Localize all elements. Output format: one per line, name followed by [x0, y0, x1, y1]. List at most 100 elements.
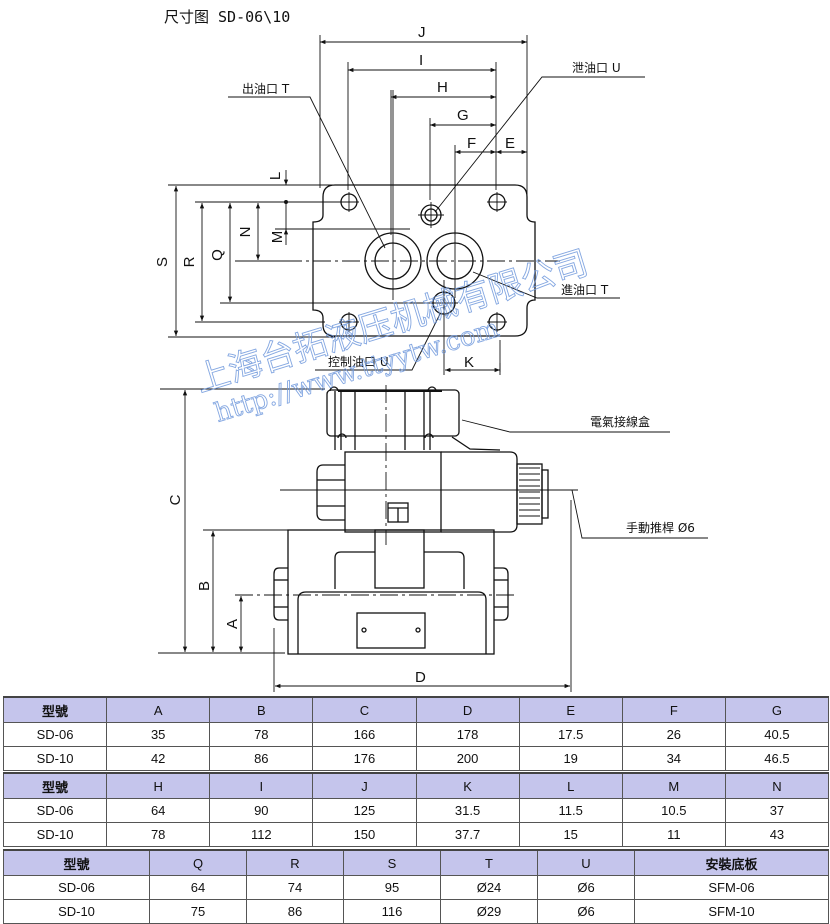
header-cell: B — [209, 696, 314, 723]
cell: 116 — [343, 899, 441, 924]
dim-D: D — [415, 669, 426, 686]
header-cell: T — [440, 849, 538, 876]
header-cell: I — [209, 772, 314, 799]
dim-N: N — [237, 227, 254, 238]
table-row: SD-10 42 86 176 200 19 34 46.5 — [2, 746, 830, 771]
dim-L: L — [267, 172, 284, 180]
header-cell: M — [621, 772, 726, 799]
cell: 86 — [209, 746, 314, 771]
cell: 26 — [621, 722, 726, 747]
cell: 17.5 — [518, 722, 623, 747]
cell: 34 — [621, 746, 726, 771]
dimension-table-1: 型號 A B C D E F G SD-06 35 78 166 178 17.… — [2, 696, 830, 771]
cell: 150 — [312, 822, 417, 847]
cell: SD-10 — [3, 899, 150, 924]
cell: 40.5 — [724, 722, 830, 747]
label-control-port: 控制油口 U — [328, 355, 389, 369]
header-cell: K — [415, 772, 520, 799]
cell: Ø29 — [440, 899, 538, 924]
dim-B: B — [196, 581, 213, 591]
label-drain-port: 泄油口 U — [572, 61, 621, 75]
label-inlet-port: 進油口 T — [561, 283, 609, 297]
table-header-row: 型號 Q R S T U 安裝底板 — [3, 849, 829, 876]
label-junction-box: 電氣接線盒 — [590, 414, 650, 429]
header-cell: U — [537, 849, 635, 876]
dimension-table-2: 型號 H I J K L M N SD-06 64 90 125 31.5 11… — [2, 772, 830, 847]
dim-J: J — [418, 24, 426, 41]
dim-F: F — [467, 135, 476, 152]
dim-G: G — [457, 107, 469, 124]
cell: 19 — [518, 746, 623, 771]
cell: 125 — [312, 798, 417, 823]
header-cell: F — [621, 696, 726, 723]
bolt-hole — [339, 312, 359, 332]
cell: SD-10 — [2, 822, 108, 847]
header-cell: A — [106, 696, 211, 723]
valve-face-outline — [312, 184, 536, 337]
header-cell: H — [106, 772, 211, 799]
dim-I: I — [419, 52, 423, 69]
dim-H: H — [437, 79, 448, 96]
cell: SD-06 — [2, 798, 108, 823]
watermark: 上海台拓液压机械有限公司 http://www.ttyytw.com — [190, 243, 593, 430]
drawing-title: 尺寸图 SD-06\10 — [164, 8, 291, 26]
header-cell: N — [724, 772, 830, 799]
cell: 35 — [106, 722, 211, 747]
cell: Ø24 — [440, 875, 538, 900]
dimension-table-3: 型號 Q R S T U 安裝底板 SD-06 64 74 95 Ø24 Ø6 … — [3, 849, 829, 924]
cell: 74 — [246, 875, 344, 900]
cell: 43 — [724, 822, 830, 847]
cell: 42 — [106, 746, 211, 771]
cell: 10.5 — [621, 798, 726, 823]
table-row: SD-06 64 90 125 31.5 11.5 10.5 37 — [2, 798, 830, 823]
bolt-hole — [487, 192, 507, 212]
dimension-drawing: J I H G F E S R Q N M L K 出油口 T 泄油口 U — [154, 24, 708, 692]
cell: 95 — [343, 875, 441, 900]
label-manual-pushrod: 手動推桿 Ø6 — [626, 520, 695, 535]
cell: 176 — [312, 746, 417, 771]
cell: 86 — [246, 899, 344, 924]
cell: 64 — [106, 798, 211, 823]
header-cell: J — [312, 772, 417, 799]
dim-S: S — [154, 257, 171, 267]
cell: 37.7 — [415, 822, 520, 847]
header-cell: G — [724, 696, 830, 723]
cell: SFM-10 — [634, 899, 829, 924]
cell: 11.5 — [518, 798, 623, 823]
dim-C: C — [167, 494, 184, 505]
header-cell: C — [312, 696, 417, 723]
cell: 78 — [209, 722, 314, 747]
dim-K: K — [464, 354, 474, 371]
cell: 178 — [415, 722, 520, 747]
cell: 15 — [518, 822, 623, 847]
cell: Ø6 — [537, 899, 635, 924]
header-cell: 型號 — [3, 849, 150, 876]
header-cell: S — [343, 849, 441, 876]
cell: SD-06 — [2, 722, 108, 747]
header-cell: Q — [149, 849, 247, 876]
table-row: SD-06 35 78 166 178 17.5 26 40.5 — [2, 722, 830, 747]
cell: SD-10 — [2, 746, 108, 771]
cell: 75 — [149, 899, 247, 924]
header-cell: 安裝底板 — [634, 849, 829, 876]
table-header-row: 型號 A B C D E F G — [2, 696, 830, 723]
dim-E: E — [505, 135, 515, 152]
cell: 37 — [724, 798, 830, 823]
label-outlet-port: 出油口 T — [242, 82, 290, 96]
side-view: C B A D 電氣接線盒 手動推桿 Ø6 — [158, 385, 708, 692]
cell: 64 — [149, 875, 247, 900]
cell: SFM-06 — [634, 875, 829, 900]
cell: 46.5 — [724, 746, 830, 771]
drain-port — [418, 202, 444, 228]
top-view: J I H G F E S R Q N M L K 出油口 T 泄油口 U — [154, 24, 645, 375]
header-cell: 型號 — [2, 696, 108, 723]
cell: 78 — [106, 822, 211, 847]
cell: 31.5 — [415, 798, 520, 823]
header-cell: 型號 — [2, 772, 108, 799]
table-row: SD-06 64 74 95 Ø24 Ø6 SFM-06 — [3, 875, 829, 900]
dim-R: R — [181, 256, 198, 267]
cell: 90 — [209, 798, 314, 823]
header-cell: D — [415, 696, 520, 723]
header-cell: R — [246, 849, 344, 876]
header-cell: L — [518, 772, 623, 799]
